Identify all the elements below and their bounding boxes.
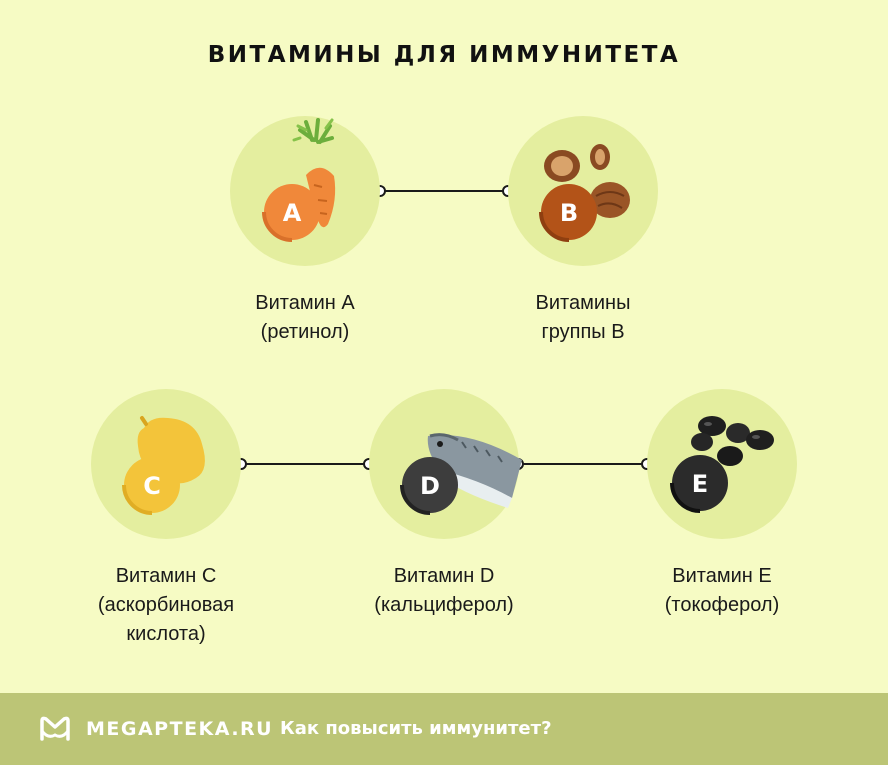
node-vitamin-e: E: [647, 389, 797, 539]
connector-c-d: [235, 458, 375, 470]
letter-b: B: [560, 199, 578, 227]
node-vitamin-c: C: [91, 389, 241, 539]
letter-a: A: [283, 199, 302, 227]
immunity-link[interactable]: Как повысить иммунитет?: [280, 718, 552, 739]
node-vitamin-d: D: [369, 389, 522, 539]
letter-badge: [672, 455, 728, 511]
letter-badge: [264, 184, 320, 240]
letter-c: C: [143, 472, 161, 500]
label-vitamin-c: Витамин C (аскорбиновая кислота): [97, 565, 235, 645]
fish-icon: [427, 433, 522, 508]
letter-badge: [541, 184, 597, 240]
label-vitamin-b: Витамины группы B: [535, 292, 631, 343]
vitamin-diagram: A B C: [91, 116, 797, 539]
letter-badge: [124, 457, 180, 513]
connector-d-e: [512, 458, 653, 470]
label-vitamin-d: Витамин D (кальциферол): [374, 565, 514, 616]
label-vitamin-e: Витамин Е (токоферол): [664, 565, 780, 616]
nuts-icon: [544, 144, 630, 218]
carrot-icon: [292, 118, 336, 228]
footer-bar: MEGAPTEKA.RU Как повысить иммунитет?: [0, 693, 888, 765]
node-vitamin-b: B: [508, 116, 658, 266]
brand-name[interactable]: MEGAPTEKA.RU: [86, 718, 274, 740]
letter-d: D: [420, 472, 440, 500]
page-title: ВИТАМИНЫ ДЛЯ ИММУНИТЕТА: [207, 42, 681, 68]
node-vitamin-a: A: [230, 116, 380, 266]
letter-badge: [402, 457, 458, 513]
letter-e: E: [692, 470, 708, 498]
label-vitamin-a: Витамин А (ретинол): [255, 292, 355, 343]
olives-icon: [691, 416, 774, 466]
node-circle: [647, 389, 797, 539]
connector-a-b: [374, 185, 514, 197]
megapteka-logo-icon[interactable]: [38, 713, 72, 743]
